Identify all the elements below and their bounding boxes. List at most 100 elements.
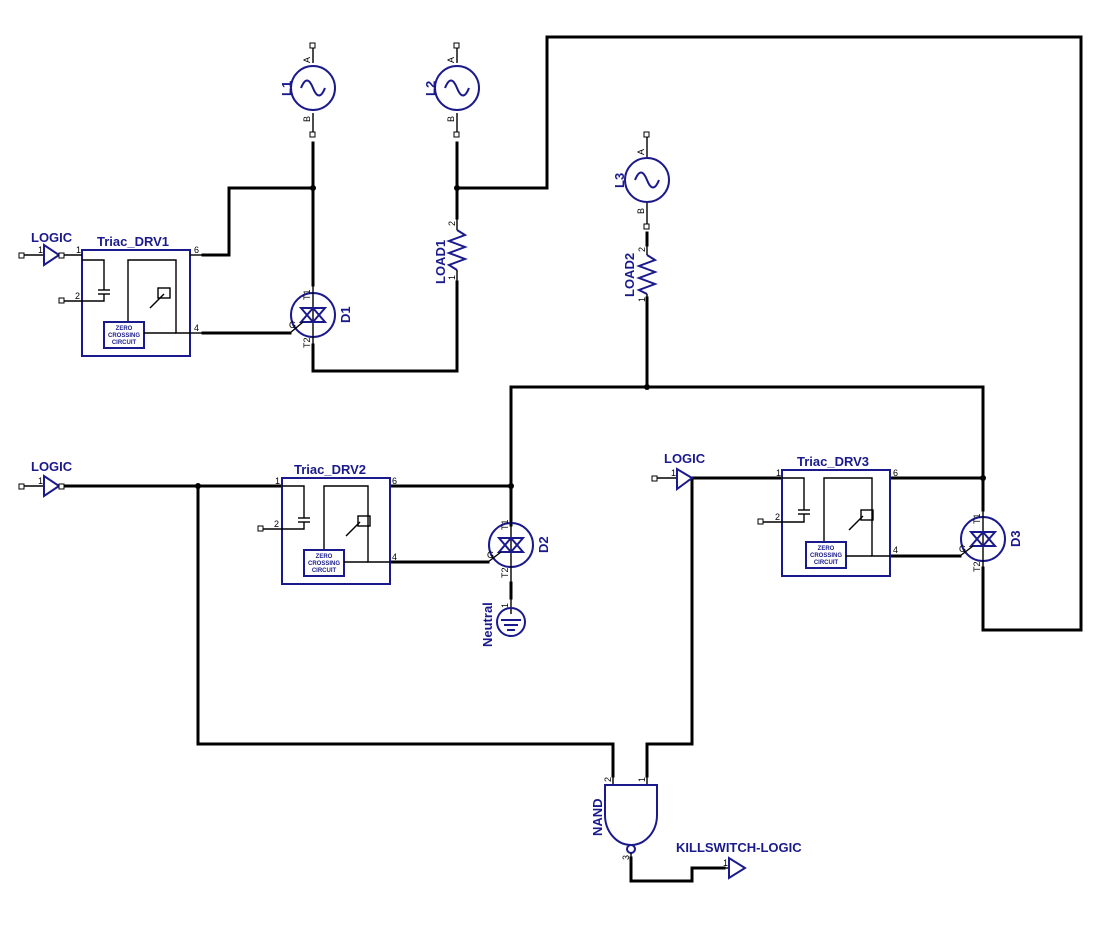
- pin-label: T2: [972, 561, 982, 572]
- pin-label: T1: [500, 519, 510, 530]
- pin-label: 6: [893, 468, 898, 478]
- zc-label: CIRCUIT: [112, 340, 137, 346]
- nand-body: [604, 784, 658, 846]
- triac-ref: D1: [338, 306, 353, 323]
- triac-driver-drv3[interactable]: ZERO CROSSING CIRCUIT Triac_DRV3 1 2 6 4: [757, 454, 898, 577]
- triac-d3[interactable]: D3 T1 T2 G: [959, 510, 1023, 572]
- port-logic-1[interactable]: LOGIC 1: [18, 230, 73, 267]
- pin-label: T1: [972, 513, 982, 524]
- pin-label: G: [289, 320, 296, 330]
- triac-driver-drv1[interactable]: ZERO CROSSING CIRCUIT Triac_DRV1 1 2 6 4: [58, 234, 203, 357]
- sine-wave-icon: [300, 79, 326, 97]
- resistor-zigzag-icon: [446, 229, 468, 271]
- port-label: LOGIC: [31, 230, 73, 245]
- pin-label: 1: [637, 297, 647, 302]
- pin-label: 1: [447, 275, 457, 280]
- junction-dot: [508, 483, 514, 489]
- load-ref: LOAD2: [622, 253, 637, 297]
- pin-label: 1: [500, 603, 510, 608]
- zc-label: CROSSING: [810, 553, 842, 559]
- source-ref: L1: [279, 81, 294, 96]
- pin-label: 2: [603, 777, 613, 782]
- source-ref: L3: [612, 173, 627, 188]
- pin-label: 1: [637, 777, 647, 782]
- port-label: LOGIC: [31, 459, 73, 474]
- pin-label: 2: [775, 512, 780, 522]
- port-arrow-icon: [43, 243, 61, 267]
- port-logic-2[interactable]: LOGIC 1: [18, 459, 73, 498]
- pin-label: 2: [274, 519, 279, 529]
- source-l3[interactable]: L3 A B: [612, 131, 670, 230]
- ground-label: Neutral: [480, 602, 495, 647]
- pin-label: G: [959, 544, 966, 554]
- wire-nand-in1: [645, 476, 694, 778]
- pin-label: B: [446, 116, 456, 122]
- pin-label: 1: [275, 476, 280, 486]
- sine-wave-icon: [634, 171, 660, 189]
- sine-wave-icon: [444, 79, 470, 97]
- ac-source-circle: [434, 65, 480, 111]
- pin-label: 4: [893, 545, 898, 555]
- inversion-bubble: [626, 844, 636, 854]
- junction-dot: [310, 185, 316, 191]
- zero-crossing-block: [103, 321, 145, 349]
- pin-label: G: [487, 550, 494, 560]
- port-killswitch-logic[interactable]: KILLSWITCH-LOGIC 1: [676, 840, 802, 880]
- resistor-load2[interactable]: LOAD2 2 1: [622, 245, 658, 302]
- port-arrow-icon: [43, 474, 61, 498]
- nand-gate[interactable]: NAND 1 2 3: [590, 776, 658, 860]
- wire-nand-out: [629, 856, 726, 883]
- zc-label: ZERO: [818, 546, 835, 552]
- source-l2[interactable]: L2 A B: [423, 42, 480, 138]
- pin-label: A: [636, 149, 646, 155]
- wires: [62, 35, 1083, 883]
- pin-label: 1: [776, 468, 781, 478]
- pin-label: 2: [75, 291, 80, 301]
- ground-neutral[interactable]: Neutral 1: [480, 598, 526, 647]
- source-l1[interactable]: L1 A B: [279, 42, 336, 138]
- wire-nand-in2: [196, 484, 615, 778]
- pin-label: T2: [302, 337, 312, 348]
- port-label: LOGIC: [664, 451, 706, 466]
- port-arrow-icon: [728, 856, 747, 880]
- junctions: [195, 185, 986, 489]
- wire-d1-load1: [311, 280, 459, 373]
- pin-label: 1: [38, 245, 43, 255]
- driver-ref: Triac_DRV3: [797, 454, 869, 469]
- pin-label: 2: [447, 221, 457, 226]
- pin-label: T2: [500, 567, 510, 578]
- zc-label: ZERO: [316, 554, 333, 560]
- pin-label: 1: [76, 245, 81, 255]
- pin-label: 3: [621, 855, 631, 860]
- pin-label: 4: [194, 323, 199, 333]
- resistor-load1[interactable]: LOAD1 2 1: [433, 218, 468, 284]
- triac-ref: D3: [1008, 530, 1023, 547]
- driver-ref: Triac_DRV2: [294, 462, 366, 477]
- triac-d2[interactable]: D2 T1 T2 G: [487, 515, 551, 583]
- pin-label: A: [446, 57, 456, 63]
- triac-ref: D2: [536, 536, 551, 553]
- pin-label: 2: [637, 247, 647, 252]
- pin-label: 6: [392, 476, 397, 486]
- zc-label: CROSSING: [308, 561, 340, 567]
- port-label: KILLSWITCH-LOGIC: [676, 840, 802, 855]
- zc-label: CIRCUIT: [814, 560, 839, 566]
- pin-label: B: [636, 208, 646, 214]
- gate-ref: NAND: [590, 798, 605, 836]
- ground-circle: [496, 607, 526, 637]
- zero-crossing-block: [805, 541, 847, 569]
- pin-label: A: [302, 57, 312, 63]
- port-logic-3[interactable]: LOGIC 1: [651, 451, 706, 491]
- pin-label: 4: [392, 552, 397, 562]
- source-ref: L2: [423, 81, 438, 96]
- driver-ref: Triac_DRV1: [97, 234, 169, 249]
- triac-d1[interactable]: D1 T1 T2 G: [289, 285, 353, 348]
- triac-driver-drv2[interactable]: ZERO CROSSING CIRCUIT Triac_DRV2 1 2 6 4: [257, 462, 397, 585]
- pin-label: 1: [671, 468, 676, 478]
- zc-label: CIRCUIT: [312, 568, 337, 574]
- ac-source-circle: [290, 65, 336, 111]
- wire-drv1-pin6: [201, 186, 315, 257]
- zero-crossing-block: [303, 549, 345, 577]
- junction-dot: [454, 185, 460, 191]
